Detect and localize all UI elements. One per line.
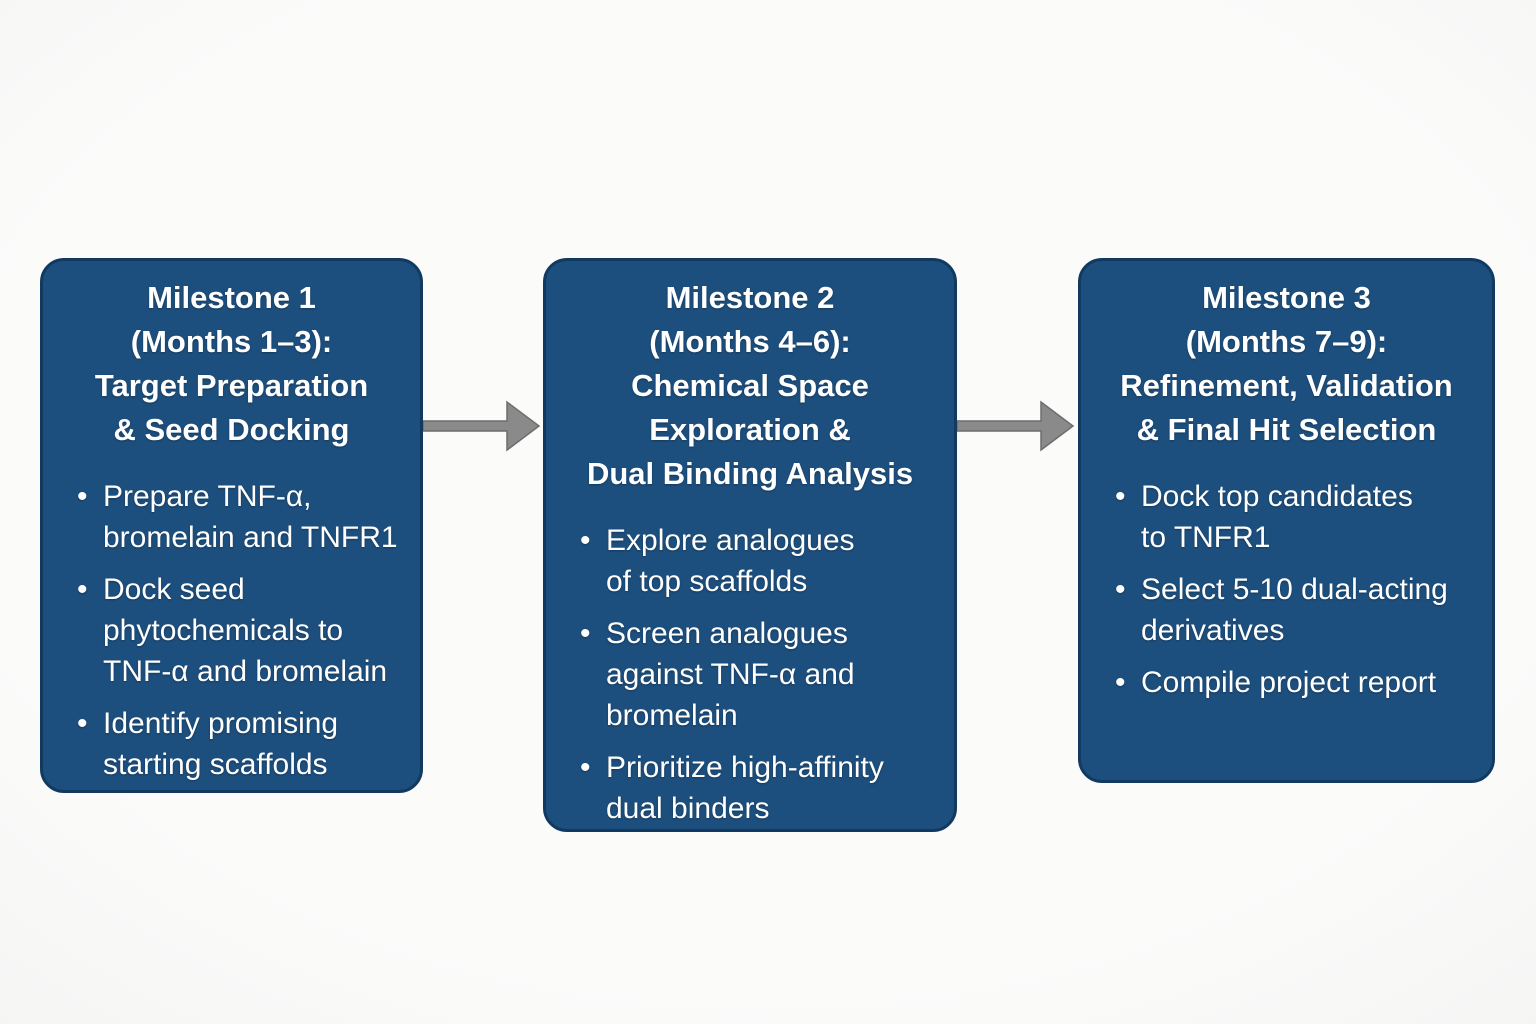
milestone-1-title: Milestone 1 (Months 1–3): Target Prepara… — [94, 280, 369, 447]
milestone-1-card: Milestone 1 (Months 1–3): Target Prepara… — [40, 258, 423, 793]
bullet-item: Prioritize high-affinity dual binders — [580, 747, 944, 829]
bullet-item: Screen analogues against TNF-α and brome… — [580, 613, 944, 736]
bullet-item: Compile project report — [1115, 662, 1482, 703]
milestone-3-title: Milestone 3 (Months 7–9): Refinement, Va… — [1120, 280, 1453, 447]
bullet-item: Prepare TNF-α, bromelain and TNFR1 — [77, 476, 410, 558]
milestone-2-title: Milestone 2 (Months 4–6): Chemical Space… — [586, 280, 914, 491]
bullet-item: Dock seed phytochemicals to TNF-α and br… — [77, 569, 410, 692]
bullet-item: Select 5-10 dual-acting derivatives — [1115, 569, 1482, 651]
milestone-3-card: Milestone 3 (Months 7–9): Refinement, Va… — [1078, 258, 1495, 783]
milestone-2-card: Milestone 2 (Months 4–6): Chemical Space… — [543, 258, 957, 832]
milestone-1-bullets: Prepare TNF-α, bromelain and TNFR1 Dock … — [43, 476, 420, 785]
bullet-item: Explore analogues of top scaffolds — [580, 520, 944, 602]
bullet-item: Identify promising starting scaffolds — [77, 703, 410, 785]
milestone-3-bullets: Dock top candidates to TNFR1 Select 5-10… — [1081, 476, 1492, 703]
bullet-item: Dock top candidates to TNFR1 — [1115, 476, 1482, 558]
milestone-2-bullets: Explore analogues of top scaffolds Scree… — [546, 520, 954, 829]
flow-arrow-right-icon — [957, 398, 1075, 454]
flow-arrow-right-icon — [423, 398, 541, 454]
